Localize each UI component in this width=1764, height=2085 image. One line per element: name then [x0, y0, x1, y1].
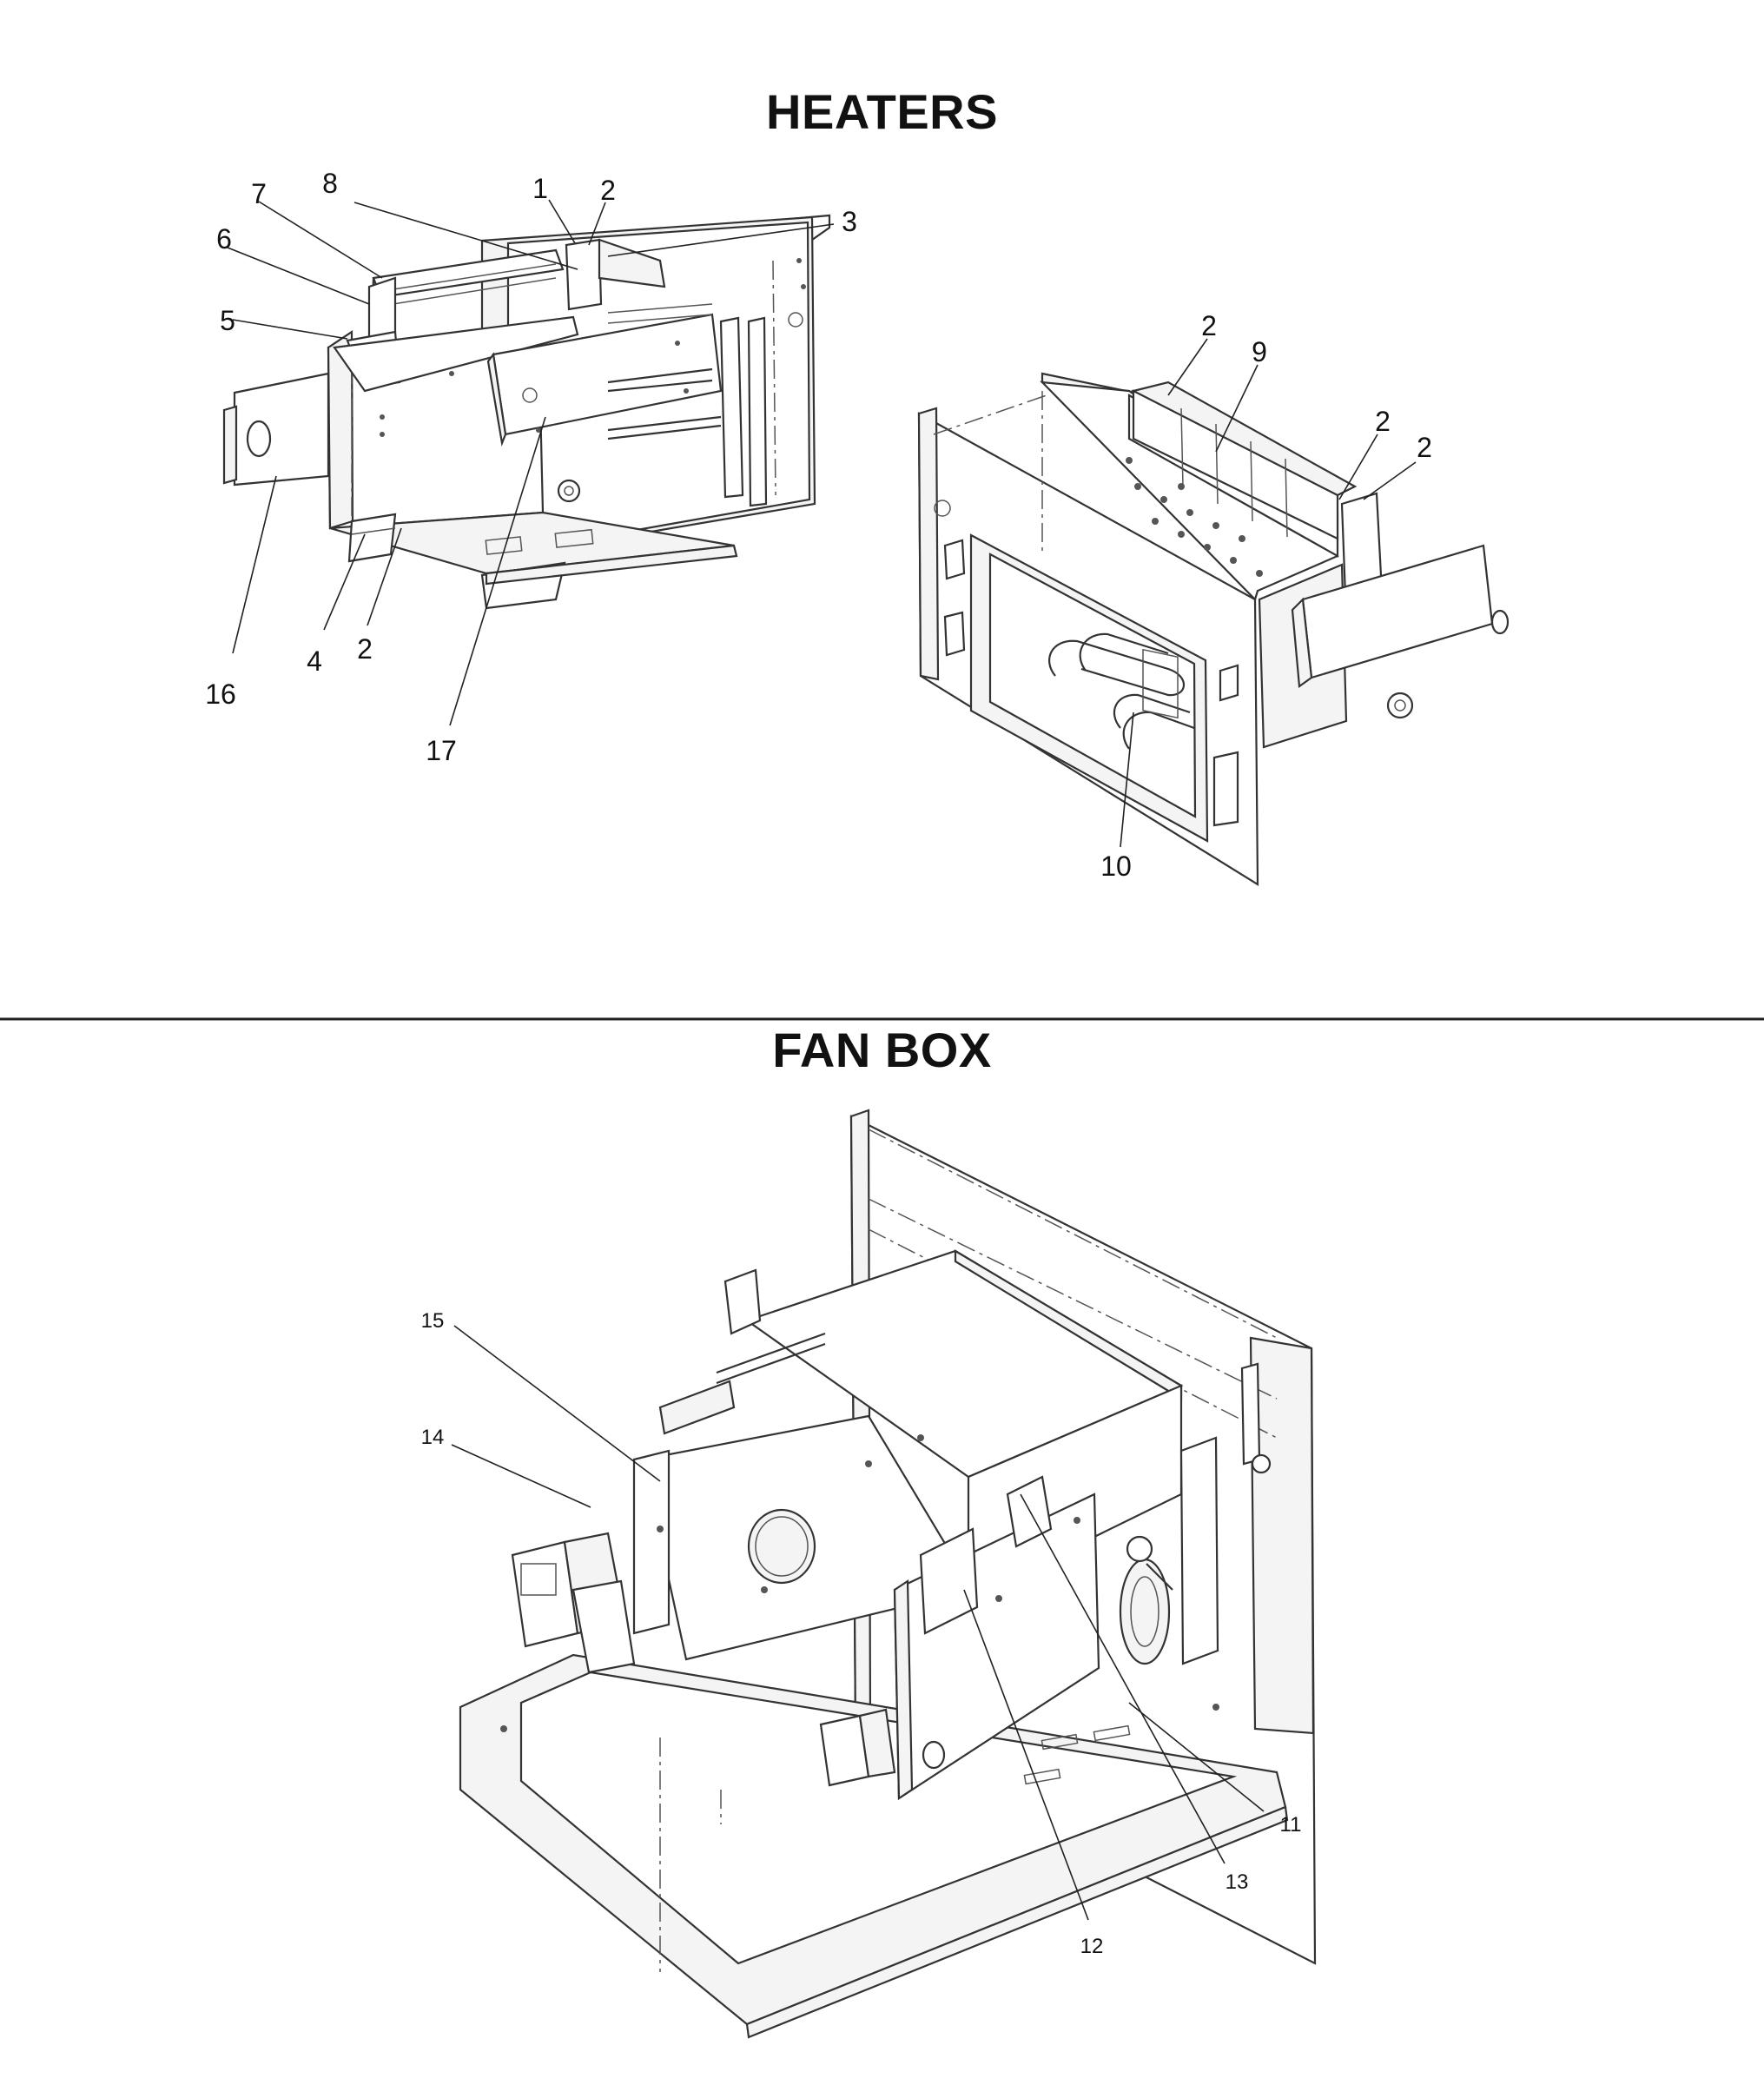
- callout-2: 2: [600, 175, 616, 206]
- callout-5: 5: [220, 305, 235, 336]
- callout-7: 7: [251, 178, 267, 209]
- fan-box-assembly: [459, 1109, 1317, 2039]
- callout-17: 17: [426, 735, 457, 766]
- callout-8: 8: [322, 168, 338, 199]
- heater-left-callouts: 1 2 3 5 6 7 8 16 4 2 17: [205, 168, 857, 766]
- callout-1: 1: [532, 173, 548, 204]
- callout-11: 11: [1280, 1813, 1302, 1837]
- callout-16: 16: [205, 678, 236, 710]
- callout-2-right-a: 2: [1375, 406, 1391, 437]
- callout-2-right-b: 2: [1417, 432, 1432, 463]
- callout-13: 13: [1226, 1870, 1249, 1894]
- fan-box-leader-lines: [451, 1325, 1265, 1921]
- heaters-section-title: HEATERS: [766, 84, 998, 139]
- callout-4: 4: [307, 645, 322, 677]
- callout-2-lower: 2: [357, 633, 373, 665]
- fan-box-callouts: 15 14 11 13 12: [421, 1309, 1302, 1958]
- callout-9: 9: [1252, 336, 1267, 367]
- heater-right-callouts: 2 9 2 2 10: [1100, 310, 1432, 882]
- callout-10: 10: [1100, 851, 1132, 882]
- callout-14: 14: [421, 1426, 445, 1449]
- callout-2-top: 2: [1201, 310, 1217, 341]
- heater-right-leader-lines: [1120, 338, 1417, 848]
- heater-left-leader-lines: [227, 199, 835, 726]
- heater-assembly-left: [222, 214, 831, 610]
- callout-3: 3: [842, 206, 857, 237]
- fan-box-section-title: FAN BOX: [772, 1023, 992, 1077]
- callout-15: 15: [421, 1309, 445, 1333]
- callout-6: 6: [216, 223, 232, 255]
- heater-assembly-right: [917, 372, 1510, 886]
- callout-12: 12: [1080, 1935, 1104, 1958]
